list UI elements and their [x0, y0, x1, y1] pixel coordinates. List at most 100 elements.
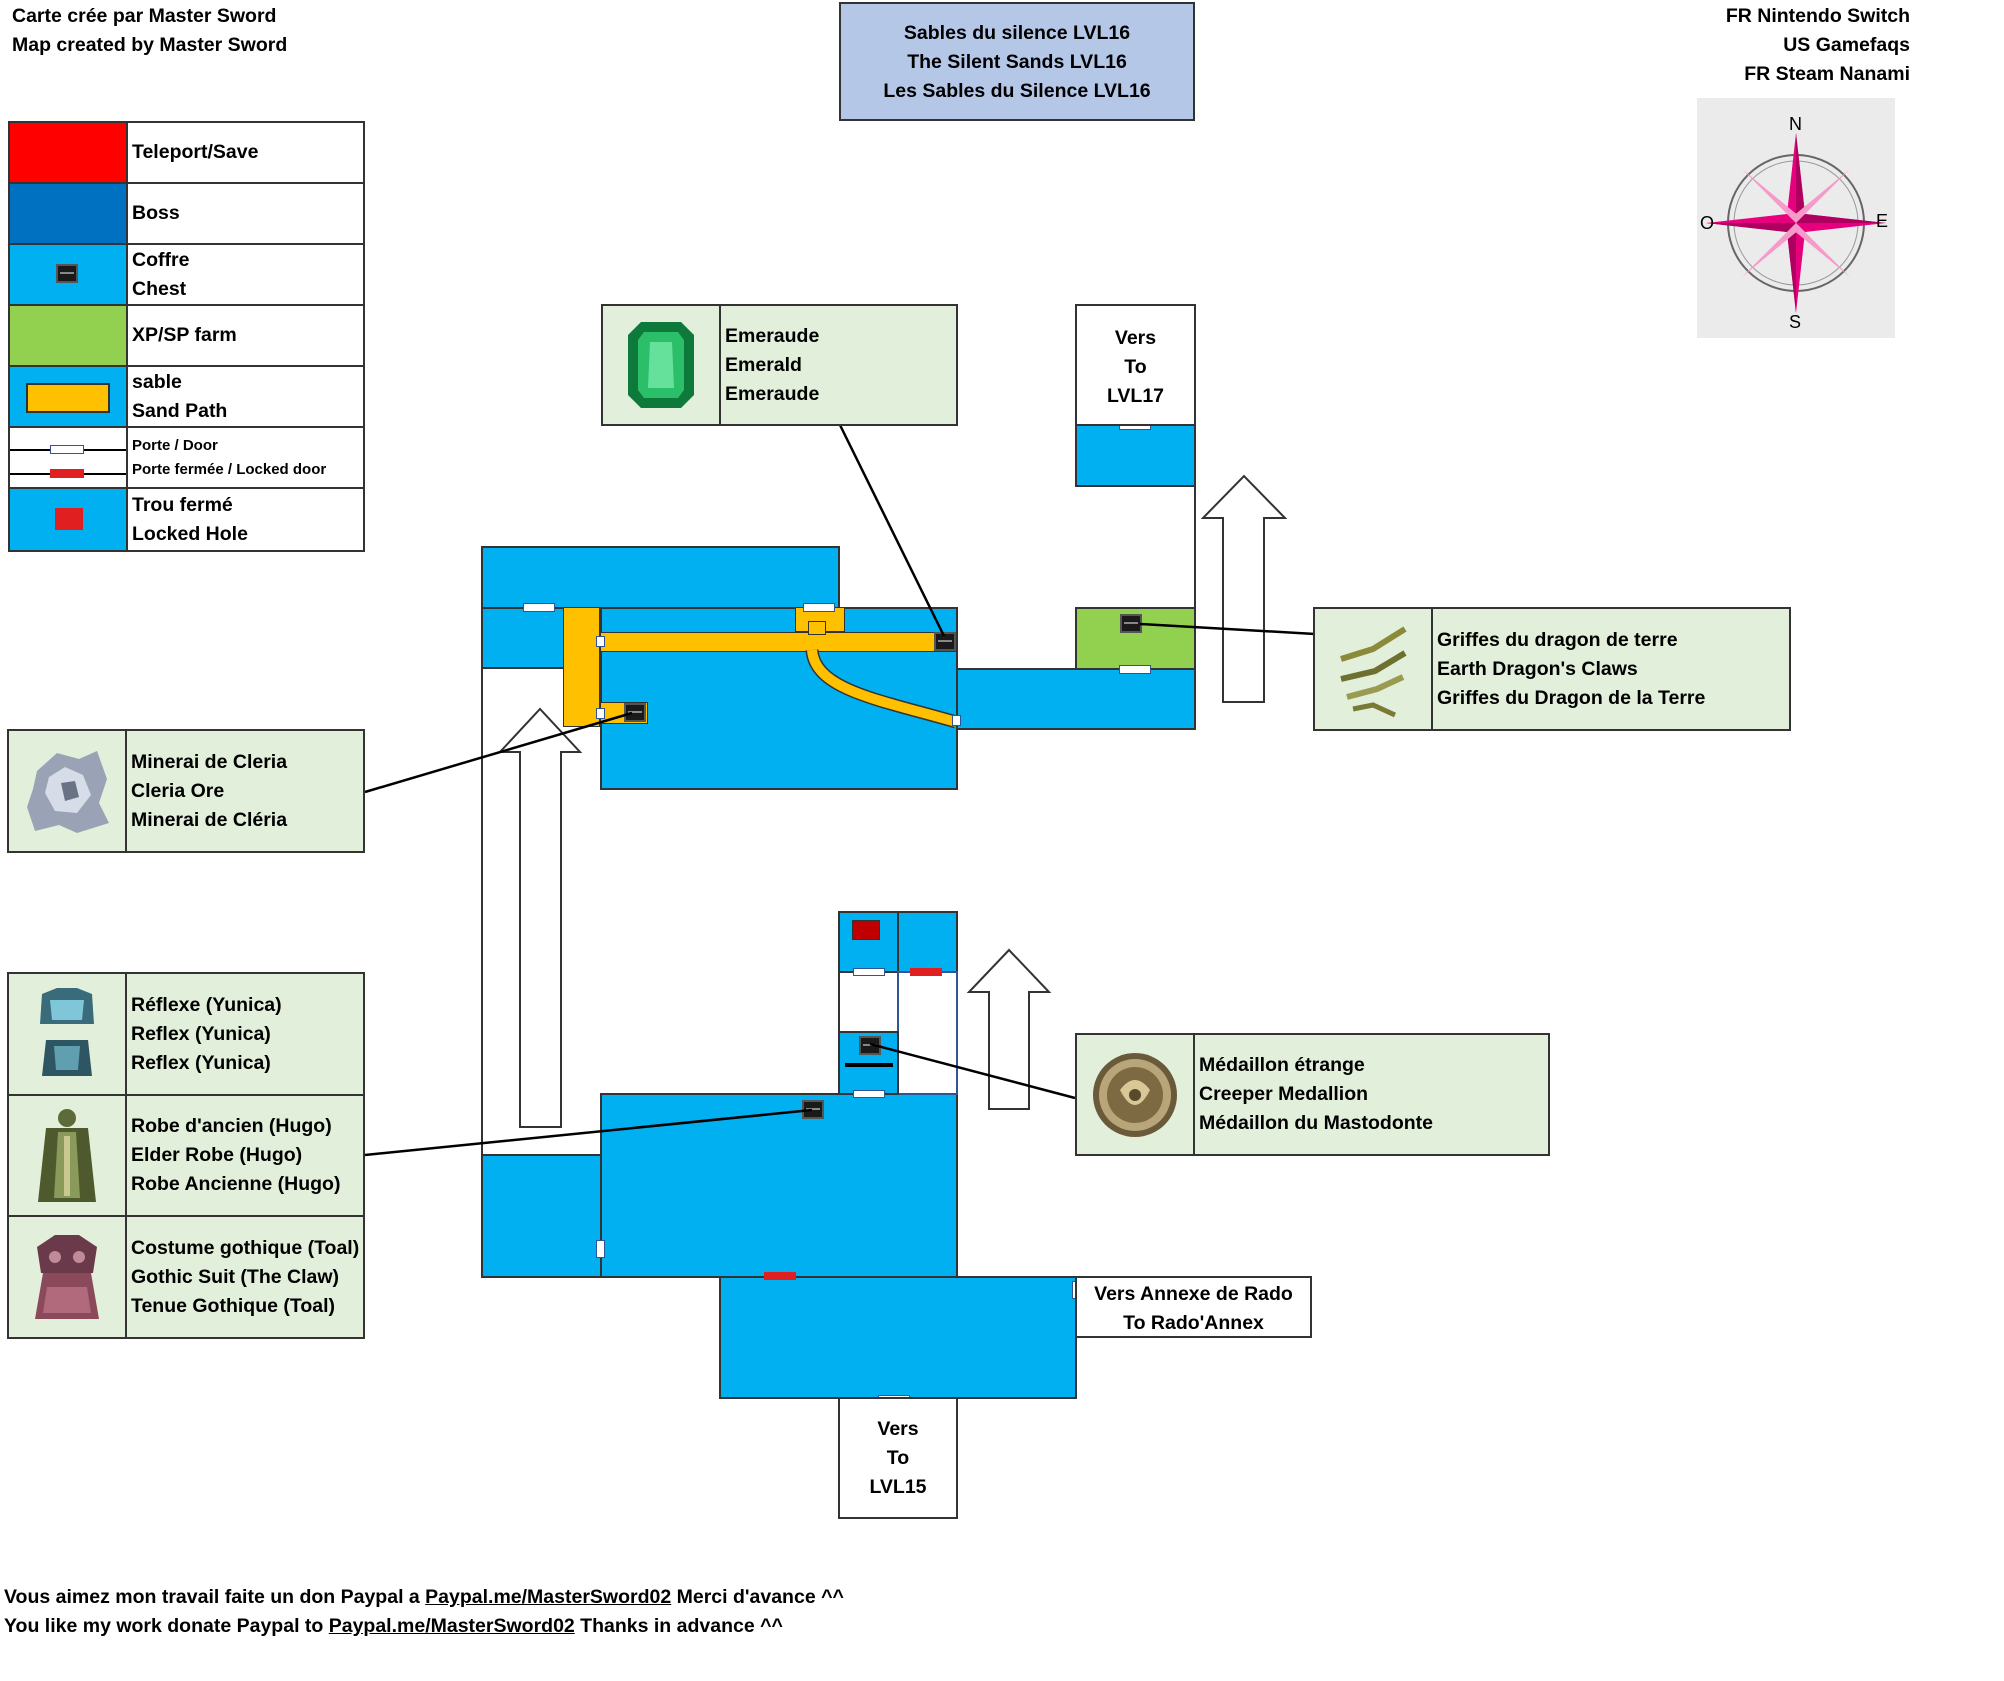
donate-en-pre: You like my work donate Paypal to [4, 1615, 329, 1637]
legend-locked-door-label: Porte fermée / Locked door [132, 460, 327, 478]
gothic-fr-steam: Tenue Gothique (Toal) [131, 1294, 336, 1317]
room-empty-left [838, 971, 899, 1033]
exit-annex-en: To Rado'Annex [1123, 1312, 1264, 1334]
cleria-fr: Minerai de Cleria [131, 750, 288, 773]
dragon-claws-fr: Griffes du dragon de terre [1437, 628, 1678, 651]
door [523, 603, 555, 612]
elder-robe-icon [9, 1096, 127, 1215]
door [596, 636, 605, 647]
door [803, 603, 835, 612]
room-south [719, 1276, 1077, 1399]
compass-e: E [1876, 211, 1889, 231]
cleria-fr-steam: Minerai de Cléria [131, 808, 288, 831]
teleport-marker [852, 920, 880, 940]
item-gothic: Costume gothique (Toal) Gothic Suit (The… [7, 1215, 365, 1339]
paypal-link-fr[interactable]: Paypal.me/MasterSword02 [425, 1586, 672, 1608]
donate-fr: Vous aimez mon travail faite un don Payp… [4, 1583, 844, 1612]
chest-cleria [624, 703, 646, 722]
legend-boss-label: Boss [132, 202, 180, 224]
item-medallion: Médaillon étrange Creeper Medallion Méda… [1075, 1033, 1550, 1156]
exit-annex: Vers Annexe de Rado To Rado'Annex [1075, 1276, 1312, 1338]
reflex-fr-steam: Reflex (Yunica) [131, 1051, 271, 1074]
donate-en-post: Thanks in advance ^^ [574, 1615, 783, 1637]
legend-door-label: Porte / Door [132, 436, 218, 454]
credit-fr: Carte crée par Master Sword [12, 5, 277, 27]
emerald-icon [603, 306, 721, 424]
legend-chest-fr: Coffre [132, 248, 190, 271]
reflex-en: Reflex (Yunica) [131, 1022, 271, 1045]
legend-sand-swatch [10, 367, 128, 426]
gothic-fr: Costume gothique (Toal) [131, 1236, 360, 1259]
legend-hole-en: Locked Hole [132, 522, 248, 545]
elder-robe-fr-steam: Robe Ancienne (Hugo) [131, 1173, 341, 1195]
up-arrow-icon [966, 948, 1052, 1110]
room-boss-right [897, 911, 958, 973]
door [596, 708, 605, 719]
legend-chest-en: Chest [132, 277, 187, 300]
paypal-link-en[interactable]: Paypal.me/MasterSword02 [328, 1615, 575, 1637]
door [596, 1240, 605, 1258]
exit-lvl15-line2: To [886, 1447, 910, 1469]
room-north-east [1075, 424, 1196, 487]
legend-hole-fr: Trou fermé [132, 493, 233, 516]
dragon-claws-en: Earth Dragon's Claws [1437, 657, 1638, 680]
item-cleria: Minerai de Cleria Cleria Ore Minerai de … [7, 729, 365, 853]
legend-boss-swatch [10, 184, 128, 243]
chest-icon [56, 264, 78, 283]
cleria-ore-icon [9, 731, 127, 851]
title-fr: Sables du silence LVL16 [903, 22, 1131, 44]
donate-fr-post: Merci d'avance ^^ [671, 1586, 844, 1608]
reflex-fr: Réflexe (Yunica) [131, 993, 282, 1016]
emerald-fr-steam: Emeraude [725, 382, 820, 405]
reflex-armor-icon [9, 974, 127, 1094]
gothic-suit-icon [9, 1217, 127, 1337]
dragon-claws-fr-steam: Griffes du Dragon de la Terre [1437, 686, 1706, 709]
exit-lvl15-line3: LVL15 [869, 1476, 927, 1498]
door [952, 715, 961, 726]
legend-teleport-swatch [10, 123, 128, 182]
item-reflex: Réflexe (Yunica) Reflex (Yunica) Reflex … [7, 972, 365, 1096]
wall-left [481, 667, 483, 1277]
elder-robe-fr: Robe d'ancien (Hugo) [131, 1115, 332, 1137]
item-dragon-claws: Griffes du dragon de terre Earth Dragon'… [1313, 607, 1791, 731]
locked-door [910, 968, 942, 976]
room-main-lower [600, 1093, 958, 1278]
compass-s: S [1789, 312, 1802, 332]
ledge [845, 1063, 893, 1067]
item-emerald: Emeraude Emerald Emeraude [601, 304, 958, 426]
donate-fr-pre: Vous aimez mon travail faite un don Payp… [4, 1586, 426, 1608]
medallion-fr: Médaillon étrange [1199, 1054, 1365, 1076]
locked-door-icon [50, 469, 84, 478]
door [853, 1090, 885, 1098]
compass-o: O [1700, 213, 1715, 233]
locked-hole-icon [55, 508, 83, 530]
chest-emerald [934, 632, 956, 651]
platform-gamefaqs: US Gamefaqs [1783, 34, 1910, 56]
medallion-fr-steam: Médaillon du Mastodonte [1199, 1112, 1433, 1134]
medallion-en: Creeper Medallion [1199, 1083, 1369, 1105]
legend-door-swatch [10, 428, 128, 487]
map-title: Sables du silence LVL16 The Silent Sands… [839, 2, 1195, 121]
exit-lvl17-line1: Vers [1114, 327, 1157, 349]
up-arrow-icon [1200, 474, 1288, 703]
up-arrow-icon [497, 707, 583, 1128]
cleria-en: Cleria Ore [131, 779, 225, 802]
sand-path-notch-inner [808, 621, 826, 635]
legend: Teleport/Save Boss Coffre Chest XP/SP fa… [8, 121, 365, 552]
room-lower-left [481, 1154, 602, 1278]
legend-farm-label: XP/SP farm [132, 324, 237, 346]
legend-chest-swatch [10, 245, 128, 304]
title-en: The Silent Sands LVL16 [907, 51, 1127, 73]
medallion-icon [1077, 1035, 1195, 1154]
gothic-en: Gothic Suit (The Claw) [131, 1265, 339, 1288]
exit-lvl15: Vers To LVL15 [838, 1397, 958, 1519]
legend-hole-swatch [10, 489, 128, 550]
chest-armor [802, 1100, 824, 1119]
platform-switch: FR Nintendo Switch [1725, 5, 1910, 27]
door [853, 968, 885, 976]
sand-path-vertical [563, 607, 600, 727]
room-east-corridor [956, 668, 1196, 730]
credit-en: Map created by Master Sword [12, 34, 288, 56]
